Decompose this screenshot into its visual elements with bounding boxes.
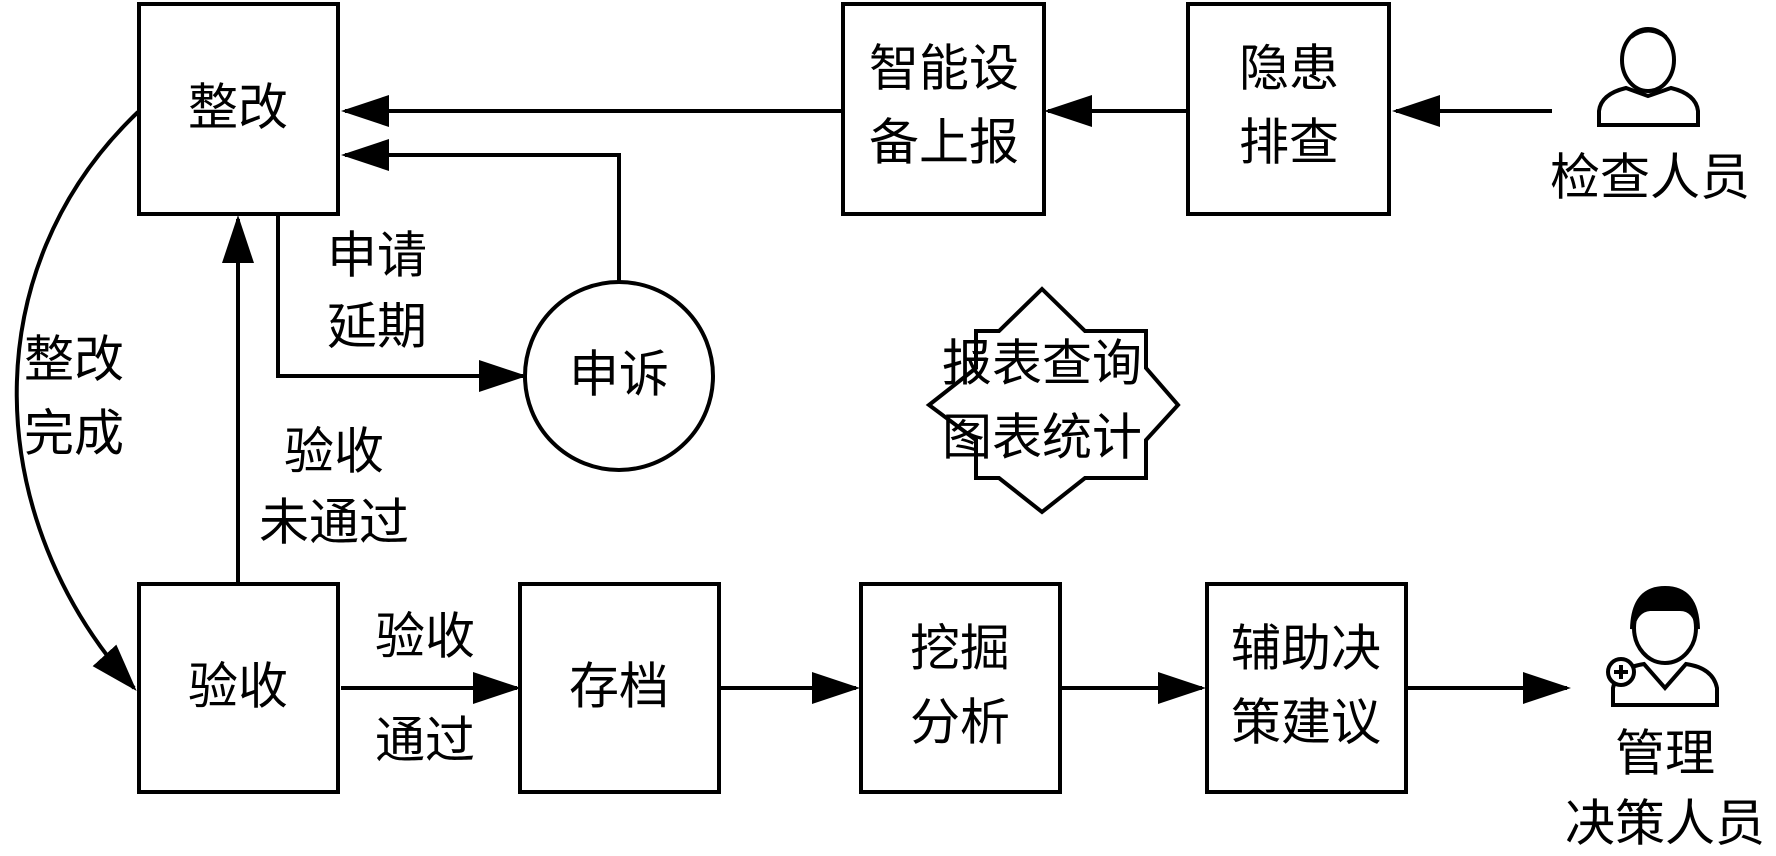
edge-label-rectify-done-1: 整改 [24, 331, 124, 389]
actor-manager: 管理 决策人员 [1565, 585, 1765, 853]
node-rectify-label: 整改 [188, 79, 288, 137]
node-mining: 挖掘 分析 [859, 582, 1062, 794]
edge-label-rectify-done-2: 完成 [24, 405, 124, 463]
node-rectify: 整改 [137, 2, 340, 216]
node-decision-label-1: 辅助决 [1231, 620, 1381, 678]
actor-inspector-label: 检查人员 [1550, 149, 1750, 207]
edge-rectify-to-appeal-extension [276, 214, 527, 392]
node-appeal-label: 申诉 [569, 346, 669, 404]
node-hazard-check: 隐患 排查 [1186, 2, 1391, 216]
edge-label-accept-pass-top: 验收 [375, 608, 475, 666]
node-report-label-1: 报表查询 [942, 335, 1142, 393]
node-report: 报表查询 图表统计 [925, 286, 1181, 515]
node-hazard-check-label-1: 隐患 [1239, 40, 1339, 98]
person-plus-icon [1606, 585, 1719, 707]
edge-label-extension-1: 申请 [327, 227, 427, 285]
edge-label-accept-fail-2: 未通过 [259, 494, 409, 552]
node-decision: 辅助决 策建议 [1205, 582, 1408, 794]
node-archive-label: 存档 [569, 658, 669, 716]
node-decision-label-2: 策建议 [1231, 694, 1381, 752]
edge-label-accept-pass-bottom: 通过 [375, 712, 475, 770]
node-acceptance: 验收 [137, 582, 340, 794]
edge-label-accept-fail-1: 验收 [284, 423, 384, 481]
person-icon [1597, 27, 1700, 127]
actor-manager-label-1: 管理 [1615, 725, 1715, 783]
node-hazard-check-label-2: 排查 [1239, 114, 1339, 172]
edge-appeal-to-rectify [341, 139, 621, 282]
node-appeal: 申诉 [523, 280, 715, 472]
node-report-label-2: 图表统计 [942, 409, 1142, 467]
edge-rectify-to-acceptance-done [14, 110, 140, 691]
node-mining-label-2: 分析 [910, 694, 1010, 752]
edge-label-extension-2: 延期 [327, 298, 427, 356]
node-mining-label-1: 挖掘 [910, 620, 1010, 678]
node-acceptance-label: 验收 [188, 658, 288, 716]
node-smart-device-label-2: 备上报 [869, 114, 1019, 172]
node-smart-device: 智能设 备上报 [841, 2, 1046, 216]
node-smart-device-label-1: 智能设 [869, 40, 1019, 98]
node-archive: 存档 [518, 582, 721, 794]
actor-inspector: 检查人员 [1550, 27, 1750, 207]
actor-manager-label-2: 决策人员 [1565, 795, 1765, 853]
